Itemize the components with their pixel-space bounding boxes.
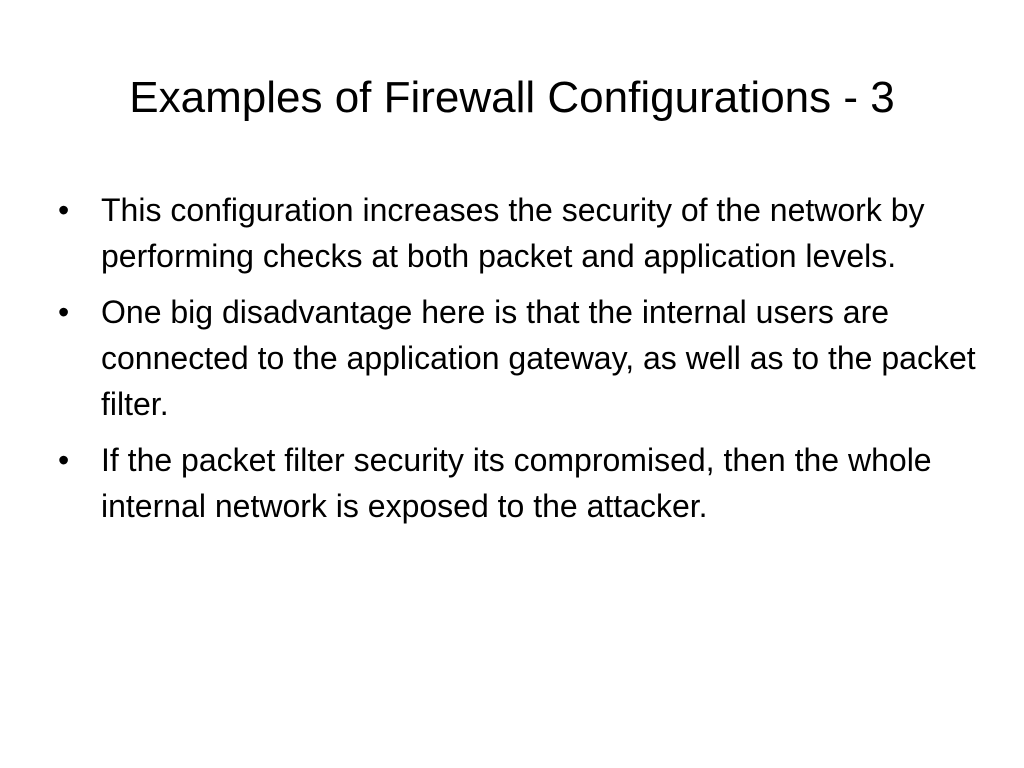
bullet-marker: • xyxy=(58,294,70,330)
bullet-text: One big disadvantage here is that the in… xyxy=(101,294,976,422)
bullet-marker: • xyxy=(58,442,70,478)
bullet-text: This configuration increases the securit… xyxy=(101,192,925,274)
bullet-item: • One big disadvantage here is that the … xyxy=(58,289,978,427)
bullet-marker: • xyxy=(58,192,70,228)
bullet-text: If the packet filter security its compro… xyxy=(101,442,932,524)
bullet-item: • This configuration increases the secur… xyxy=(58,187,978,279)
slide-title: Examples of Firewall Configurations - 3 xyxy=(129,73,895,122)
bullet-list: • This configuration increases the secur… xyxy=(58,187,978,539)
bullet-item: • If the packet filter security its comp… xyxy=(58,437,978,529)
